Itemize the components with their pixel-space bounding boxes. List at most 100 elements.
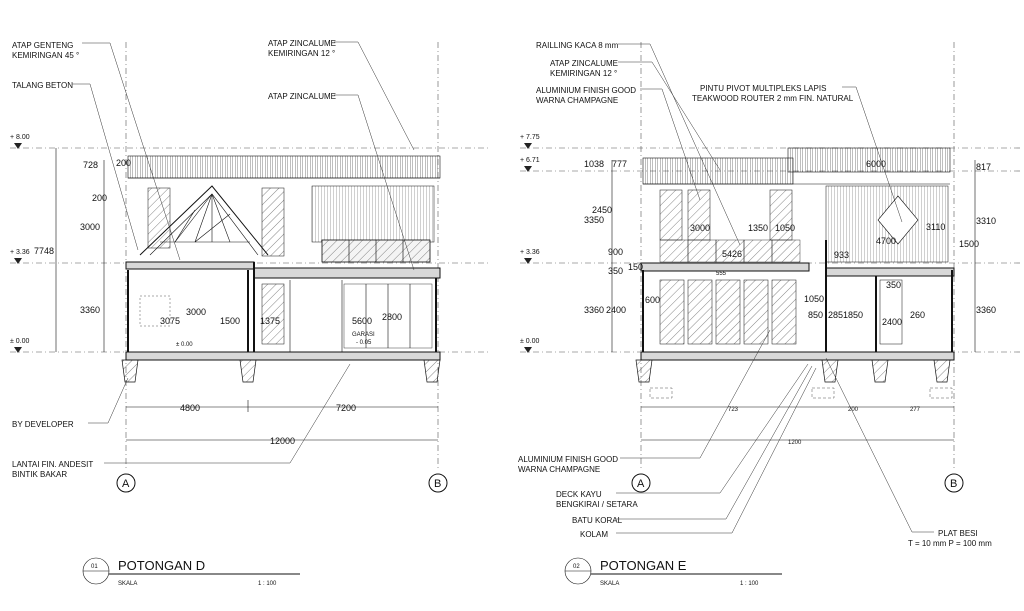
footings (121, 359, 441, 383)
ann-lantai-2: BINTIK BAKAR (12, 470, 67, 479)
dim-7748: 7748 (34, 246, 54, 256)
grid-b-e: B (950, 478, 957, 490)
ann-zinc-e-1: ATAP ZINCALUME (550, 59, 618, 68)
level-e-ground: ± 0.00 (520, 338, 540, 345)
dim-3360: 3360 (80, 305, 100, 315)
dim-e-1350: 1350 (748, 223, 768, 233)
scale-label-e: SKALA (600, 581, 619, 587)
dim-e-200: 200 (848, 407, 859, 413)
dim-e-5426: 5426 (722, 249, 742, 259)
dim-7200: 7200 (336, 403, 356, 413)
dim-e-900: 900 (608, 247, 623, 257)
dim-e-277: 277 (910, 407, 921, 413)
dim-e-4700: 4700 (876, 236, 896, 246)
garasi-level: - 0.05 (356, 340, 372, 346)
ann-atap-genteng-1: ATAP GENTENG (12, 41, 73, 50)
ann-alu-b1: ALUMINIUM FINISH GOOD (518, 455, 618, 464)
ann-talang: TALANG BETON (12, 81, 73, 90)
dim-e-2450: 2450 (592, 205, 612, 215)
ann-batu: BATU KORAL (572, 516, 623, 525)
grid-a-e: A (637, 478, 645, 490)
dim-3075: 3075 (160, 316, 180, 326)
dim-e-1500: 1500 (959, 239, 979, 249)
dim-3000b: 3000 (186, 307, 206, 317)
dim-e-555: 555 (716, 271, 727, 277)
dim-e-350: 350 (608, 266, 623, 276)
level-marker-mid: + 3.36 (10, 249, 30, 264)
dim-e-2400: 2400 (606, 305, 626, 315)
section-e: + 7.75 + 6.71 + 3.36 ± 0.00 (518, 41, 1020, 587)
dim-e-2400b: 2400 (882, 317, 902, 327)
grid-b-d: B (434, 478, 441, 490)
level-marker-e-ground: ± 0.00 (520, 338, 540, 353)
footings-e (635, 359, 951, 383)
dim-e-600: 600 (645, 295, 660, 305)
title-number-e: 02 (573, 564, 580, 570)
title-number-d: 01 (91, 564, 98, 570)
scale-label-d: SKALA (118, 581, 137, 587)
dim-e-1038: 1038 (584, 159, 604, 169)
dim-5600: 5600 (352, 316, 372, 326)
dim-1500: 1500 (220, 316, 240, 326)
scale-value-e: 1 : 100 (740, 581, 759, 587)
dim-e-3360b: 3360 (976, 305, 996, 315)
level-ground: ± 0.00 (10, 338, 30, 345)
dim-e-150: 150 (628, 262, 643, 272)
ann-lantai-1: LANTAI FIN. ANDESIT (12, 460, 93, 469)
level-marker-e-mid: + 3.36 (520, 249, 540, 264)
level-e-mid: + 3.36 (520, 249, 540, 256)
garasi-label: GARASI (352, 332, 375, 338)
dim-3000: 3000 (80, 222, 100, 232)
level-marker-ground: ± 0.00 (10, 338, 30, 353)
ann-atap-genteng-2: KEMIRINGAN 45 ° (12, 51, 79, 60)
title-d: POTONGAN D (118, 558, 205, 573)
dim-1375: 1375 (260, 316, 280, 326)
section-d: + 8.00 + 3.36 ± 0.00 (10, 39, 488, 587)
title-block-e: 02 POTONGAN E SKALA 1 : 100 (564, 557, 782, 587)
ann-alu-b2: WARNA CHAMPAGNE (518, 465, 600, 474)
grid-a-d: A (122, 478, 130, 490)
dim-e-817: 817 (976, 162, 991, 172)
level-marker-e-top: + 7.75 (520, 134, 540, 149)
dim-4800: 4800 (180, 403, 200, 413)
dim-200a: 200 (116, 158, 131, 168)
level-e-second: + 6.71 (520, 157, 540, 164)
dim-e-3350: 3350 (584, 215, 604, 225)
level-mid: + 3.36 (10, 249, 30, 256)
dim-e-777: 777 (612, 159, 627, 169)
dim-e-3310: 3310 (976, 216, 996, 226)
dim-e-6000: 6000 (866, 159, 886, 169)
ann-developer: BY DEVELOPER (12, 420, 74, 429)
dim-e-1050b: 1050 (804, 294, 824, 304)
level-marker-e-second: + 6.71 (520, 157, 540, 172)
ann-deck-1: DECK KAYU (556, 490, 602, 499)
dim-e-350b: 350 (886, 280, 901, 290)
ann-alu-1: ALUMINIUM FINISH GOOD (536, 86, 636, 95)
ann-deck-2: BENGKIRAI / SETARA (556, 500, 638, 509)
title-block-d: 01 POTONGAN D SKALA 1 : 100 (82, 557, 300, 587)
ann-plat-1: PLAT BESI (938, 529, 978, 538)
ann-alu-2: WARNA CHAMPAGNE (536, 96, 618, 105)
dim-e-3110: 3110 (926, 222, 945, 232)
dim-728: 728 (83, 160, 98, 170)
inner-level: ± 0.00 (176, 342, 193, 348)
ann-zinc-e-2: KEMIRINGAN 12 ° (550, 69, 617, 78)
ann-pintu-2: TEAKWOOD ROUTER 2 mm FIN. NATURAL (692, 94, 854, 103)
dim-e-2851850: 2851850 (828, 310, 863, 320)
dim-e-1050: 1050 (775, 223, 795, 233)
ann-pintu-1: PINTU PIVOT MULTIPLEKS LAPIS (700, 84, 826, 93)
level-e-top: + 7.75 (520, 134, 540, 141)
dim-e-3000: 3000 (690, 223, 710, 233)
dim-e-723: 723 (728, 407, 739, 413)
dim-200b: 200 (92, 193, 107, 203)
ann-railling: RAILLING KACA 8 mm (536, 41, 619, 50)
dim-e-3360: 3360 (584, 305, 604, 315)
ann-zinc-12-2: KEMIRINGAN 12 ° (268, 49, 335, 58)
dim-e-260: 260 (910, 310, 925, 320)
dim-e-1200: 1200 (788, 440, 802, 446)
dim-2800: 2800 (382, 312, 402, 322)
dim-e-850: 850 (808, 310, 823, 320)
level-marker-top: + 8.00 (10, 134, 30, 149)
title-e: POTONGAN E (600, 558, 687, 573)
